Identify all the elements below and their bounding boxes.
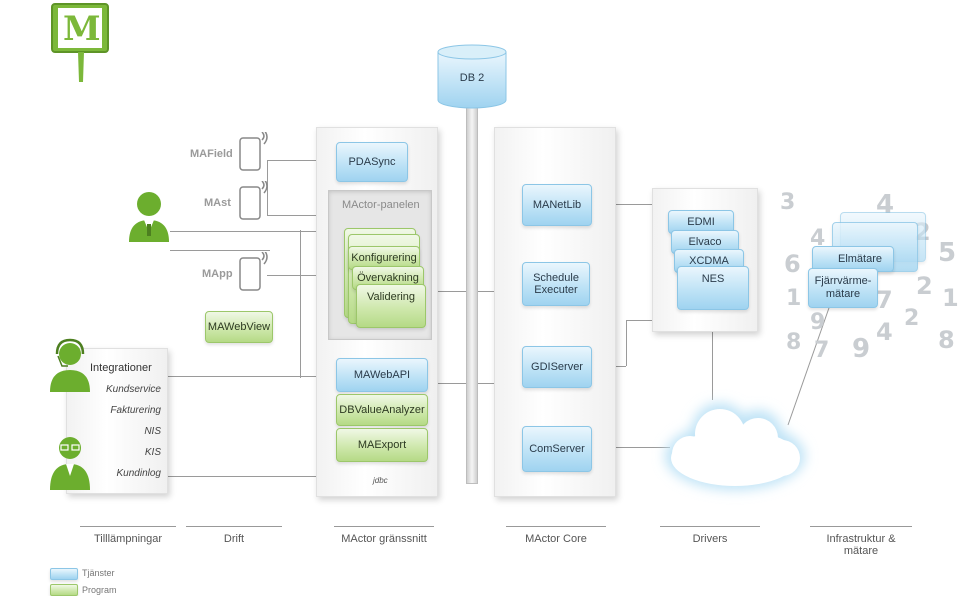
logo-sign-icon — [51, 3, 109, 82]
infra-label: Fjärrvärme-mätare — [814, 275, 872, 300]
legend-swatch-services — [50, 568, 78, 580]
driver-item[interactable]: NES — [677, 266, 749, 310]
panel-item-validering[interactable]: Validering — [356, 284, 426, 328]
driver-label: NES — [701, 273, 725, 285]
device-label-mapp: MApp — [202, 268, 233, 280]
legend-swatch-programs — [50, 584, 78, 596]
panel-item-label: Övervakning — [357, 272, 419, 284]
manetlib-box[interactable]: MANetLib — [522, 184, 592, 226]
mactor-panelen-title: MActor-panelen — [342, 199, 420, 211]
db2-cylinder: DB 2 — [437, 44, 507, 110]
logo: M — [50, 2, 112, 84]
jdbc-label: jdbc — [373, 476, 388, 485]
infra-item-fjarrvarme[interactable]: Fjärrvärme-mätare — [808, 268, 878, 308]
phone-icon — [239, 249, 268, 291]
infra-item-elmatare[interactable]: Elmätare — [812, 246, 894, 272]
device-label-mast: MAst — [204, 197, 231, 209]
list-item: Kundservice — [105, 384, 161, 395]
list-item: Fakturering — [110, 405, 161, 416]
dbvalueanalyzer-box[interactable]: DBValueAnalyzer — [336, 394, 428, 426]
driver-label: EDMI — [687, 216, 715, 228]
person-glasses-icon — [50, 437, 90, 490]
infra-label: Elmätare — [837, 253, 883, 265]
person-icon — [129, 192, 169, 242]
legend-label-programs: Program — [82, 585, 117, 595]
footer-label-tillampningar: Tilllämpningar — [80, 526, 176, 545]
legend-label-services: Tjänster — [82, 568, 115, 578]
footer-label-drift: Drift — [186, 526, 282, 545]
phone-mast[interactable] — [236, 178, 270, 226]
device-label-mafield: MAField — [190, 148, 233, 160]
infra-link-line — [787, 304, 831, 426]
driver-label: XCDMA — [689, 255, 729, 267]
mawebapi-box[interactable]: MAWebAPI — [336, 358, 428, 392]
logo-letter: M — [63, 9, 101, 49]
footer-label-drivers: Drivers — [660, 526, 760, 545]
mawebview-box[interactable]: MAWebView — [205, 311, 273, 343]
integrations-list: Kundservice Fakturering NIS KIS Kundinlo… — [70, 384, 161, 489]
cloud — [650, 386, 820, 511]
list-item: KIS — [144, 447, 161, 458]
footer-label-mactor-core: MActor Core — [506, 526, 606, 545]
phone-icon — [239, 129, 268, 171]
list-item: Kundinlog — [116, 468, 161, 479]
comserver-box[interactable]: ComServer — [522, 426, 592, 472]
gdiserver-box[interactable]: GDIServer — [522, 346, 592, 388]
footer-label-mactor-gransnitt: MActor gränssnitt — [334, 526, 434, 545]
driver-label: Elvaco — [688, 236, 722, 248]
db2-label: DB 2 — [459, 72, 485, 84]
phone-icon — [239, 178, 268, 220]
db-pipe — [466, 100, 478, 484]
headset-person-icon — [50, 338, 90, 392]
cloud-icon — [665, 403, 805, 490]
integrations-title: Integrationer — [90, 362, 152, 374]
panel-item-label: Konfigurering — [351, 252, 417, 264]
schedule-executer-box[interactable]: Schedule Executer — [522, 262, 590, 306]
user-avatar — [126, 188, 172, 249]
phone-mapp[interactable] — [236, 249, 270, 297]
maexport-box[interactable]: MAExport — [336, 428, 428, 462]
headset-avatar — [48, 336, 92, 397]
footer-label-infrastruktur: Infrastruktur & mätare — [810, 526, 912, 557]
panel-item-label: Validering — [366, 291, 416, 303]
phone-mafield[interactable] — [236, 129, 270, 177]
list-item: NIS — [144, 426, 161, 437]
database-icon — [437, 44, 507, 109]
glasses-avatar — [48, 432, 92, 495]
pdasync-box[interactable]: PDASync — [336, 142, 408, 182]
